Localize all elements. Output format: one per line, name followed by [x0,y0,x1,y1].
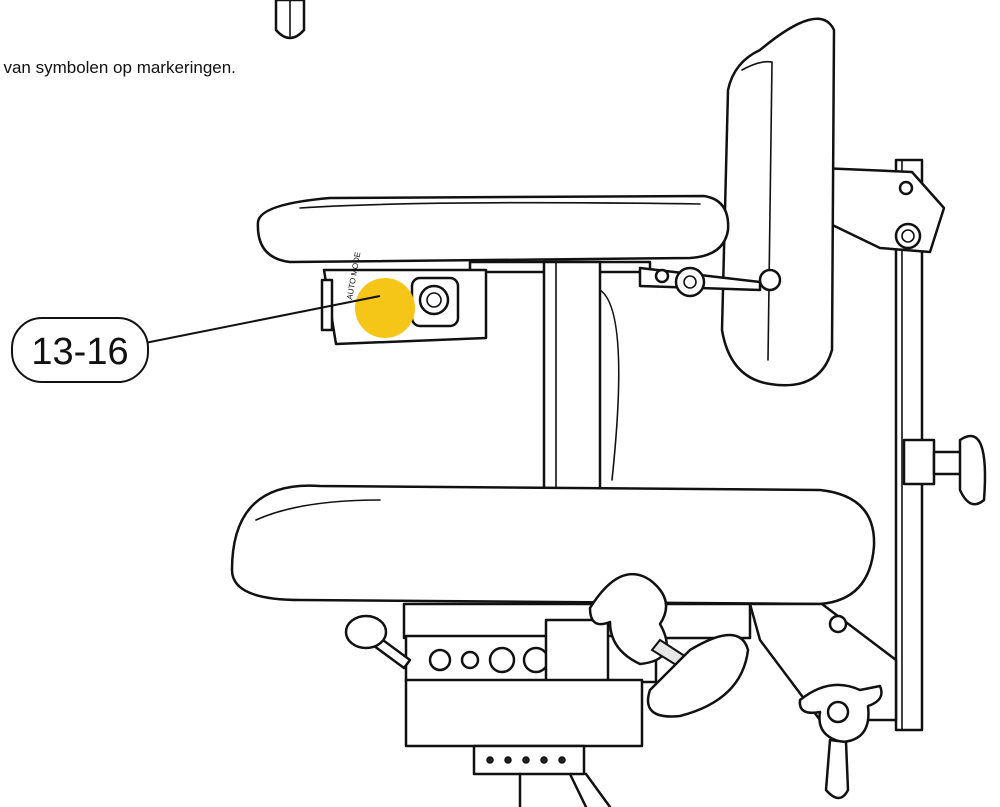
cable [599,289,620,481]
caster-wheel-icon [274,0,306,40]
caption-text: t van symbolen op markeringen. [0,58,236,77]
back-pole [894,158,987,732]
callout-label: 13-16 [31,331,128,373]
backrest-bracket [818,166,946,254]
left-lever [344,614,412,670]
callout-leader-line [139,295,381,345]
side-bracket [748,602,898,800]
backrest-cushion [720,17,836,387]
seat-knob [588,572,750,718]
highlight-dot-icon [355,278,415,338]
seat-mechanism [402,602,752,807]
callout-bubble [11,317,149,383]
seat-cushion [230,484,876,606]
armrest-cushion [256,194,730,264]
